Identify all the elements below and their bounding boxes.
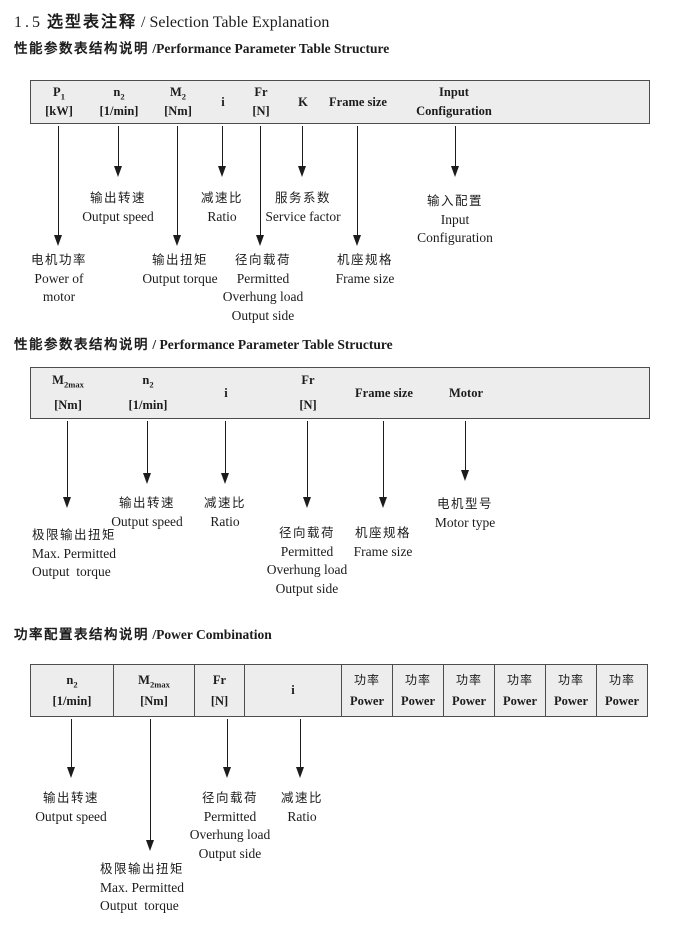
callout-overhung-load: 径向载荷 Permitted Overhung load Output side xyxy=(189,791,271,861)
arrow-m2max xyxy=(62,421,71,508)
page-title: 1.5 选型表注释 / Selection Table Explanation xyxy=(14,14,330,31)
arrow-motor xyxy=(460,421,469,481)
callout-overhung-load: 径向载荷 Permitted Overhung load Output side xyxy=(266,526,348,596)
col-n2: n2 [1/min] xyxy=(52,672,92,708)
col-fr: Fr [N] xyxy=(194,665,244,716)
arrow-m2 xyxy=(172,126,181,246)
section2-heading: 性能参数表结构说明 / Performance Parameter Table … xyxy=(14,337,393,352)
callout-ratio: 减速比 Ratio xyxy=(203,496,247,529)
power-col-2: 功率 Power xyxy=(392,665,443,716)
callout-service-factor: 服务系数 Service factor xyxy=(265,191,341,224)
col-i: i xyxy=(224,385,228,400)
title-english: Selection Table Explanation xyxy=(149,14,330,31)
col-motor: Motor xyxy=(448,385,484,400)
col-fr: Fr [N] xyxy=(252,85,270,118)
arrow-n2 xyxy=(66,719,75,778)
col-n2: n2 [1/min] xyxy=(99,85,139,118)
col-i: i xyxy=(221,94,225,109)
arrow-input-configuration xyxy=(450,126,459,177)
col-n2: n2 [1/min] xyxy=(128,373,168,412)
arrow-fr xyxy=(302,421,311,508)
callout-frame-size: 机座规格 Frame size xyxy=(353,526,413,559)
callout-output-speed: 输出转速 Output speed xyxy=(82,191,154,224)
power-col-5: 功率 Power xyxy=(545,665,596,716)
power-combination-table-header: n2 [1/min] M2max [Nm] Fr [N] i 功率 Power … xyxy=(30,664,648,717)
callout-motor-type: 电机型号 Motor type xyxy=(434,497,496,530)
col-fr: Fr [N] xyxy=(299,373,317,412)
arrow-p1 xyxy=(53,126,62,246)
arrow-i xyxy=(220,421,229,484)
performance-table-2-header: M2max [Nm] n2 [1/min] i Fr [N] Frame siz… xyxy=(30,367,650,419)
callout-output-torque: 输出扭矩 Output torque xyxy=(142,253,218,286)
section-number: 1.5 xyxy=(14,14,43,31)
arrow-m2max xyxy=(145,719,154,851)
col-p1: P1 [kW] xyxy=(45,85,73,118)
col-m2: M2 [Nm] xyxy=(164,85,192,118)
arrow-i xyxy=(295,719,304,778)
callout-motor-power: 电机功率 Power of motor xyxy=(30,253,88,304)
callout-overhung-load: 径向载荷 Permitted Overhung load Output side xyxy=(222,253,304,323)
section1-heading: 性能参数表结构说明 /Performance Parameter Table S… xyxy=(14,41,390,56)
arrow-fr xyxy=(255,126,264,246)
arrow-frame-size xyxy=(378,421,387,508)
power-col-6: 功率 Power xyxy=(596,665,647,716)
callout-output-speed: 输出转速 Output speed xyxy=(35,791,107,824)
arrow-k xyxy=(297,126,306,177)
power-col-4: 功率 Power xyxy=(494,665,545,716)
callout-frame-size: 机座规格 Frame size xyxy=(335,253,395,286)
power-col-3: 功率 Power xyxy=(443,665,494,716)
callout-input-configuration: 输入配置 Input Configuration xyxy=(417,194,493,245)
col-m2max: M2max [Nm] xyxy=(52,373,84,412)
callout-max-output-torque: 极限输出扭矩 Max. Permitted Output torque xyxy=(32,528,117,579)
col-frame-size: Frame size xyxy=(355,385,413,400)
arrow-i xyxy=(217,126,226,177)
callout-output-speed: 输出转速 Output speed xyxy=(111,496,183,529)
arrow-frame-size xyxy=(352,126,361,246)
col-frame-size: Frame size xyxy=(329,94,387,109)
callout-ratio: 减速比 Ratio xyxy=(280,791,324,824)
col-m2max: M2max [Nm] xyxy=(113,665,194,716)
arrow-n2 xyxy=(142,421,151,484)
section3-heading: 功率配置表结构说明 /Power Combination xyxy=(14,627,272,642)
callout-max-output-torque: 极限输出扭矩 Max. Permitted Output torque xyxy=(100,862,185,913)
title-chinese: 选型表注释 xyxy=(47,14,138,31)
col-i: i xyxy=(244,665,341,716)
arrow-n2 xyxy=(113,126,122,177)
col-k: K xyxy=(298,94,308,109)
performance-table-1-header: P1 [kW] n2 [1/min] M2 [Nm] i Fr [N] K Fr… xyxy=(30,80,650,124)
power-col-1: 功率 Power xyxy=(341,665,392,716)
callout-ratio: 减速比 Ratio xyxy=(200,191,244,224)
arrow-fr xyxy=(222,719,231,778)
col-input-configuration: Input Configuration xyxy=(416,85,492,118)
